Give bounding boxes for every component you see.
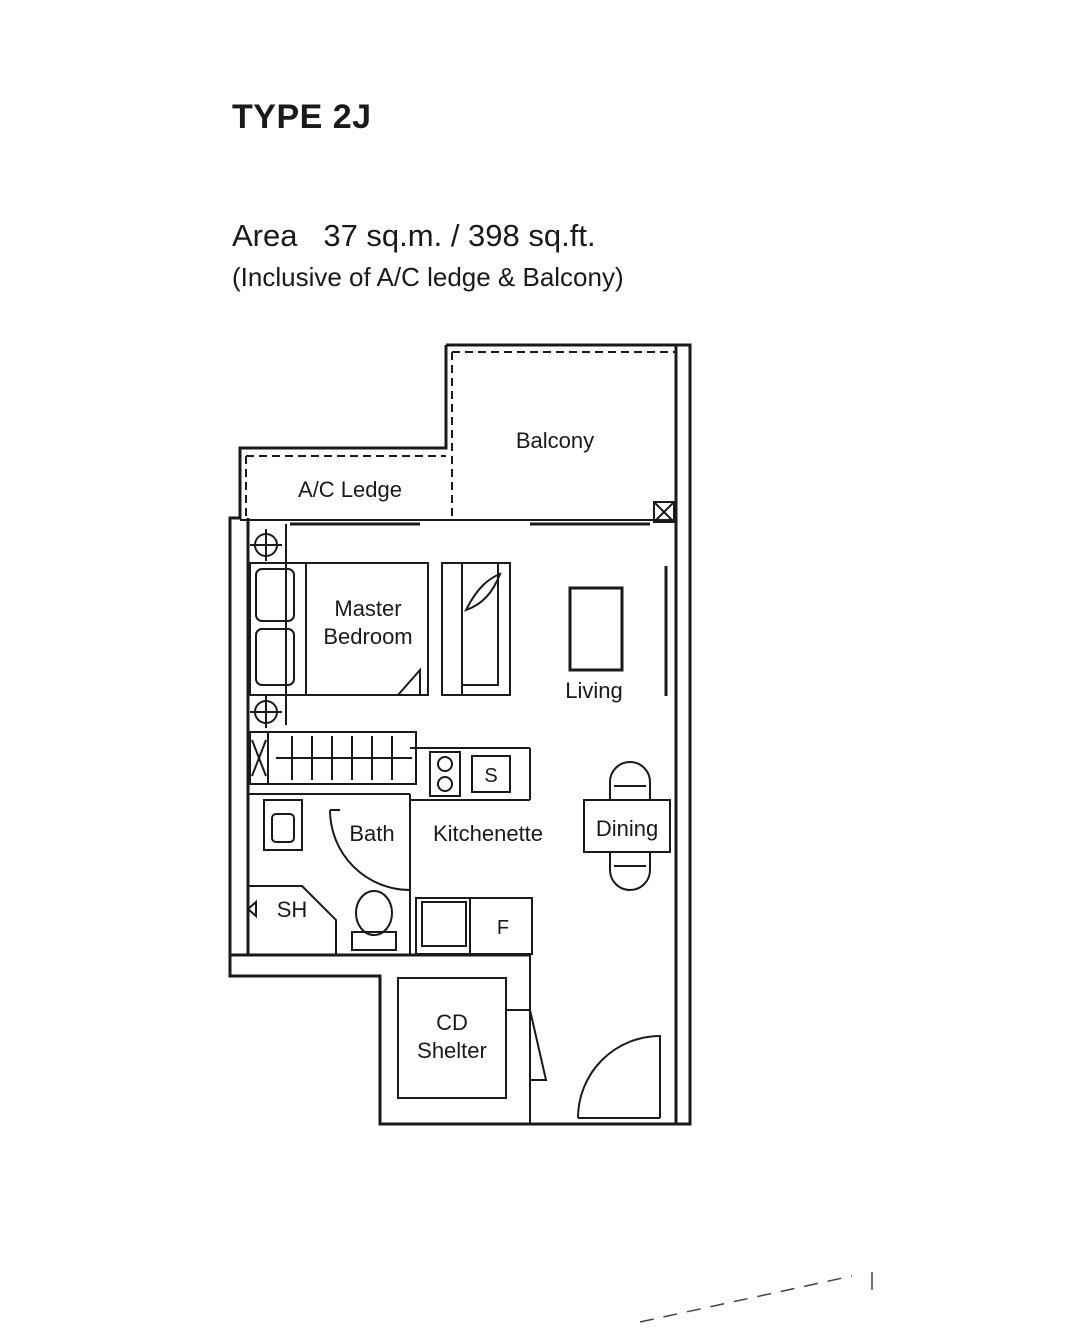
cropped-dashed-line <box>639 1272 873 1323</box>
kitchenette-label: Kitchenette <box>433 821 543 846</box>
entrance-door <box>577 1035 661 1119</box>
kitchenette: S Kitchenette F <box>410 747 543 955</box>
outer-walls <box>228 343 692 1126</box>
dining-label: Dining <box>596 816 658 841</box>
living: Living <box>565 566 668 703</box>
unit-area: Area 37 sq.m. / 398 sq.ft. <box>232 218 596 254</box>
cd-shelter-label-line1: CD <box>436 1010 468 1035</box>
bath-label: Bath <box>349 821 394 846</box>
fridge-label: F <box>497 917 509 939</box>
unit-type-title: TYPE 2J <box>232 98 372 136</box>
cd-shelter: CD Shelter <box>397 955 548 1124</box>
master-bedroom: Master Bedroom <box>249 524 511 785</box>
area-note: (Inclusive of A/C ledge & Balcony) <box>232 262 624 292</box>
balcony-label: Balcony <box>516 428 594 453</box>
living-label: Living <box>565 678 622 703</box>
shower-label: SH <box>277 897 308 922</box>
cd-shelter-label-line2: Shelter <box>417 1038 487 1063</box>
master-bedroom-label-line2: Bedroom <box>323 624 412 649</box>
ac-ledge-label: A/C Ledge <box>298 477 402 502</box>
sink-label: S <box>484 765 497 787</box>
dining: Dining <box>583 761 671 891</box>
area-value: 37 sq.m. / 398 sq.ft. <box>323 218 596 253</box>
balcony: Balcony <box>446 351 676 526</box>
area-label: Area <box>232 218 298 253</box>
bath: Bath SH <box>246 793 411 955</box>
master-bedroom-label-line1: Master <box>334 596 401 621</box>
ac-ledge: A/C Ledge <box>240 455 446 526</box>
